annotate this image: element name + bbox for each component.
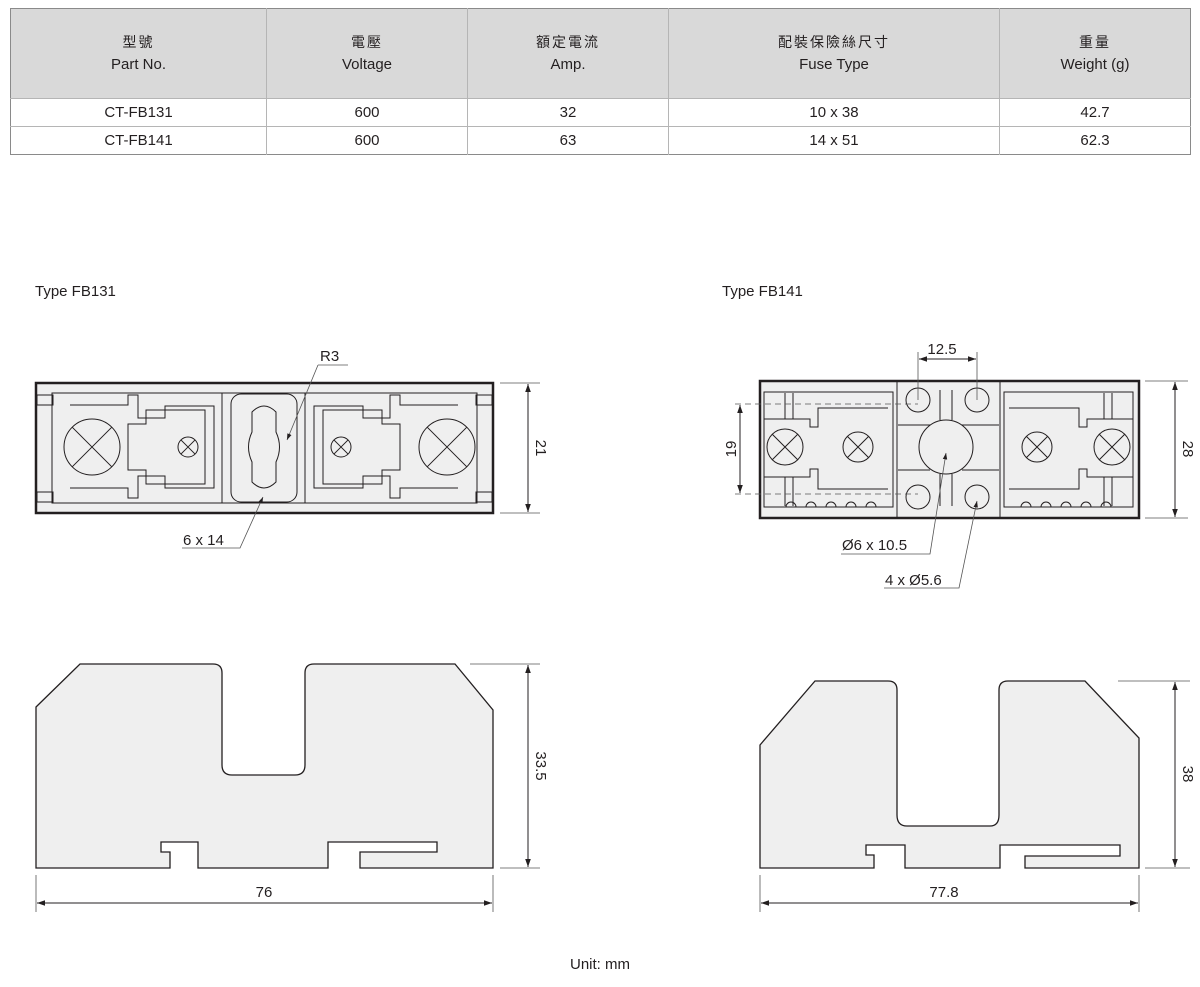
- fb141-pitch-label: 12.5: [927, 341, 956, 358]
- table-row: CT-FB131 600 32 10 x 38 42.7: [10, 98, 1191, 127]
- cell: 10 x 38: [668, 98, 1000, 127]
- header-en: Part No.: [110, 55, 167, 73]
- fb131-top-view: [34, 381, 495, 515]
- fb141-height-side: 38: [1179, 766, 1196, 783]
- header-zh: 電壓: [351, 34, 383, 51]
- cell: 600: [266, 98, 468, 127]
- fb141-hole-label: Ø6 x 10.5: [842, 537, 907, 554]
- cell: CT-FB131: [10, 98, 267, 127]
- fb131-title: Type FB131: [35, 283, 116, 300]
- header-fuse-type: 配裝保險絲尺寸 Fuse Type: [668, 8, 1000, 99]
- fb141-height-top: 28: [1179, 441, 1196, 458]
- unit-label: Unit: mm: [570, 956, 630, 973]
- cell: 62.3: [999, 126, 1191, 155]
- fb141-inner-label: 19: [723, 441, 740, 458]
- header-weight: 重量 Weight (g): [999, 8, 1191, 99]
- fb141-length: 77.8: [929, 884, 958, 901]
- table-header-row: 型號 Part No. 電壓 Voltage 額定電流 Amp. 配裝保險絲尺寸 Fus…: [10, 8, 1191, 99]
- cell: 600: [266, 126, 468, 155]
- header-en: Voltage: [341, 55, 393, 73]
- fb131-height-top: 21: [532, 440, 549, 457]
- header-voltage: 電壓 Voltage: [266, 8, 468, 99]
- header-en: Weight (g): [1060, 55, 1130, 73]
- fb141-title: Type FB141: [722, 283, 803, 300]
- header-part-no: 型號 Part No.: [10, 8, 267, 99]
- cell: 42.7: [999, 98, 1191, 127]
- fb141-holes4-label: 4 x Ø5.6: [885, 572, 942, 589]
- table-row: CT-FB141 600 63 14 x 51 62.3: [10, 126, 1191, 155]
- fb131-height-side: 33.5: [532, 751, 549, 780]
- header-zh: 額定電流: [536, 34, 600, 51]
- header-zh: 型號: [122, 34, 155, 51]
- fb141-top-dimensions: 12.5 19 28 Ø6 x 10.5 4 x Ø5.6: [723, 341, 1196, 589]
- fb131-length: 76: [256, 884, 273, 901]
- cell: 63: [467, 126, 669, 155]
- fb141-side-view: [759, 680, 1140, 869]
- fb131-slot-label: 6 x 14: [183, 532, 224, 549]
- cell: 14 x 51: [668, 126, 1000, 155]
- header-amp: 額定電流 Amp.: [467, 8, 669, 99]
- fb131-side-view: [35, 663, 494, 869]
- header-en: Fuse Type: [799, 55, 869, 73]
- cell: 32: [467, 98, 669, 127]
- fb131-side-dimensions: 33.5 76: [35, 663, 549, 912]
- fb131-top-dimensions: 21 R3 6 x 14: [182, 348, 549, 549]
- fb141-side-dimensions: 38 77.8: [759, 680, 1196, 912]
- header-zh: 重量: [1079, 34, 1111, 51]
- fb131-radius-label: R3: [320, 348, 339, 365]
- header-en: Amp.: [550, 55, 586, 73]
- spec-table: 型號 Part No. 電壓 Voltage 額定電流 Amp. 配裝保險絲尺寸 Fus…: [10, 8, 1191, 155]
- cell: CT-FB141: [10, 126, 267, 155]
- fb141-top-view: [735, 379, 1141, 520]
- center-hole: [918, 419, 974, 475]
- header-zh: 配裝保險絲尺寸: [778, 34, 890, 51]
